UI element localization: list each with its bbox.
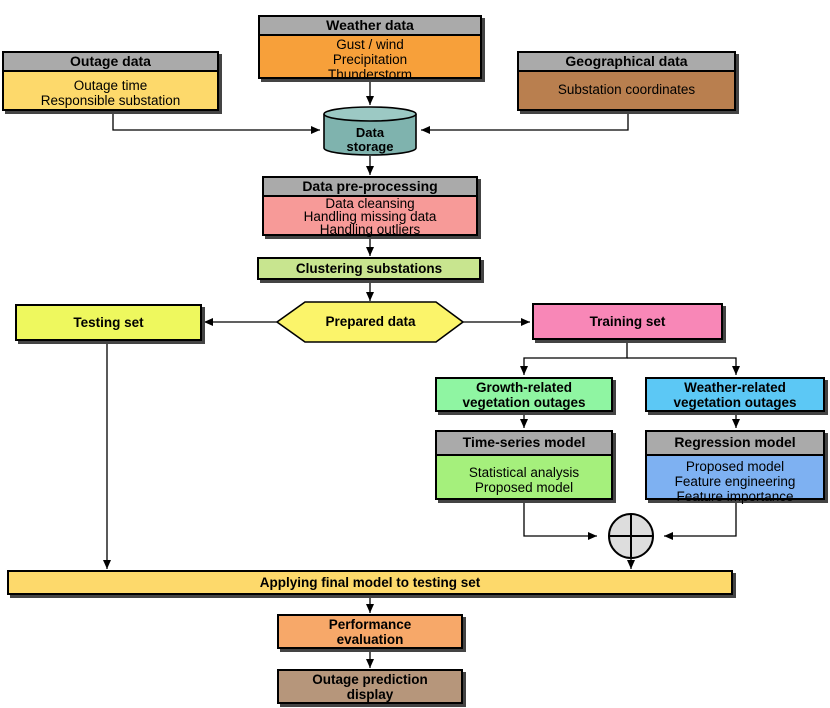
combiner-circle [608,513,654,559]
geo-line-1: Substation coordinates [557,82,696,97]
timeseries-line-1: Statistical analysis [468,465,580,480]
geographical-data-box: Geographical data Substation coordinates [517,51,736,111]
weather-line-2: Precipitation [332,52,408,67]
regression-line-3: Feature importance [676,489,794,504]
performance-line-1: Performance [328,616,412,632]
arrow-regression-to-combiner [664,502,737,540]
weather-related-box: Weather-related vegetation outages [645,377,825,412]
regression-line-1: Proposed model [685,459,785,474]
storage-line-2: storage [346,139,394,154]
growth-line-1: Growth-related [475,379,572,395]
weather-related-line-2: vegetation outages [673,394,797,410]
outage-data-box: Outage data Outage time Responsible subs… [2,51,219,111]
timeseries-line-2: Proposed model [474,480,574,495]
weather-data-title: Weather data [260,17,480,36]
applying-label: Applying final model to testing set [259,575,481,590]
growth-related-box: Growth-related vegetation outages [435,377,613,412]
preprocessing-box: Data pre-processing Data cleansing Handl… [262,176,478,236]
testing-set-box: Testing set [15,304,202,341]
regression-model-box: Regression model Proposed model Feature … [645,430,825,504]
weather-related-line-1: Weather-related [684,379,786,395]
outage-line-2: Responsible substation [40,93,181,108]
timeseries-model-box: Time-series model Statistical analysis P… [435,430,613,500]
applying-final-model-box: Applying final model to testing set [7,570,733,595]
weather-data-box: Weather data Gust / wind Precipitation T… [258,15,482,82]
data-storage-cylinder [323,106,417,156]
performance-line-2: evaluation [336,631,404,647]
testing-set-label: Testing set [73,315,144,330]
display-line-2: display [346,686,394,702]
preprocessing-title: Data pre-processing [264,178,476,197]
timeseries-title: Time-series model [437,432,611,456]
outage-line-1: Outage time [73,78,148,93]
storage-line-1: Data [355,125,385,140]
training-set-box: Training set [532,303,723,340]
outage-data-title: Outage data [4,53,217,72]
arrow-outage-to-storage [112,113,320,134]
prepared-data-hexagon [275,301,465,343]
arrow-training-split [520,341,628,375]
data-storage-label: Data storage [324,126,416,154]
weather-line-1: Gust / wind [336,37,404,52]
display-line-1: Outage prediction [312,671,428,687]
preprocessing-line-2: Handling missing data [303,209,437,224]
regression-title: Regression model [647,432,823,456]
arrow-timeseries-to-combiner [523,502,597,540]
outage-prediction-display-box: Outage prediction display [277,669,463,704]
clustering-label: Clustering substations [295,261,443,276]
performance-evaluation-box: Performance evaluation [277,614,463,649]
geographical-data-title: Geographical data [519,53,734,72]
prepared-data-label: Prepared data [325,314,416,329]
regression-line-2: Feature engineering [674,474,796,489]
preprocessing-line-1: Data cleansing [325,196,415,211]
weather-line-3: Thunderstorm [327,67,413,82]
training-set-label: Training set [589,314,666,329]
arrow-training-to-weather-related [627,357,740,375]
clustering-box: Clustering substations [257,257,481,280]
preprocessing-line-3: Handling outliers [319,222,421,237]
growth-line-2: vegetation outages [462,394,586,410]
arrow-geo-to-storage [421,113,629,134]
